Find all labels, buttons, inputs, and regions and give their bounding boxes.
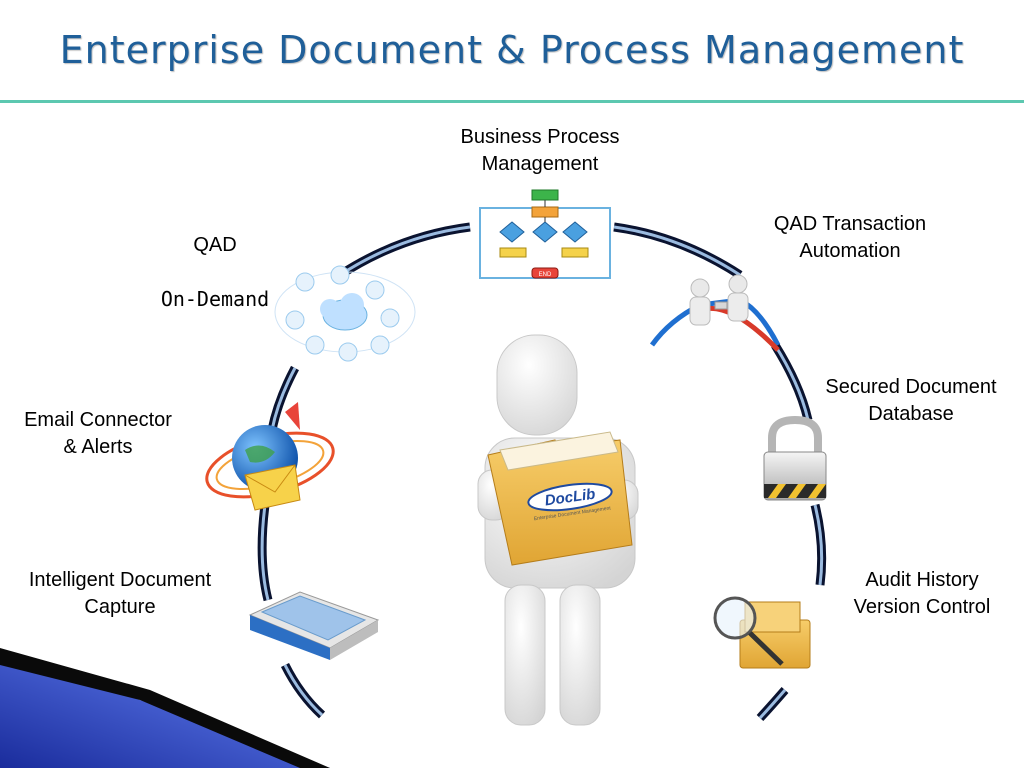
cloud-network-icon [274, 265, 416, 362]
label-qad-on-demand-line2: On-Demand [160, 287, 270, 311]
label-email-connector-alerts: Email Connector & Alerts [24, 409, 172, 458]
doclib-logo-text: DocLib [544, 486, 597, 510]
flowchart-end-label: END [539, 272, 552, 278]
label-qad-transaction-automation: QAD Transaction Automation [773, 213, 927, 262]
label-qad-on-demand: QAD On-Demand [130, 205, 300, 340]
flowchart-icon: END [479, 189, 611, 279]
label-intelligent-document-capture: Intelligent Document Capture [28, 569, 212, 618]
padlock-icon [763, 415, 827, 501]
doclib-logo [527, 482, 613, 512]
doclib-folder: DocLib Enterprise Document Management [487, 431, 633, 566]
title-divider [0, 100, 1024, 103]
slide-title: Enterprise Document & Process Management [59, 28, 965, 72]
label-audit-history-version-control: Audit History Version Control [853, 569, 991, 618]
cable-connect-figures-icon [649, 274, 781, 352]
process-ring [257, 222, 827, 722]
label-business-process-management: Business Process Management [460, 126, 620, 175]
person-with-folder: DocLib Enterprise Document Management [477, 334, 639, 726]
scanner-icon [248, 591, 380, 660]
label-secured-document-database: Secured Document Database [825, 376, 997, 425]
globe-email-icon [205, 402, 335, 511]
corner-decoration [0, 648, 330, 768]
label-qad-on-demand-line1: QAD [193, 234, 237, 256]
folder-magnifier-icon [713, 596, 811, 669]
